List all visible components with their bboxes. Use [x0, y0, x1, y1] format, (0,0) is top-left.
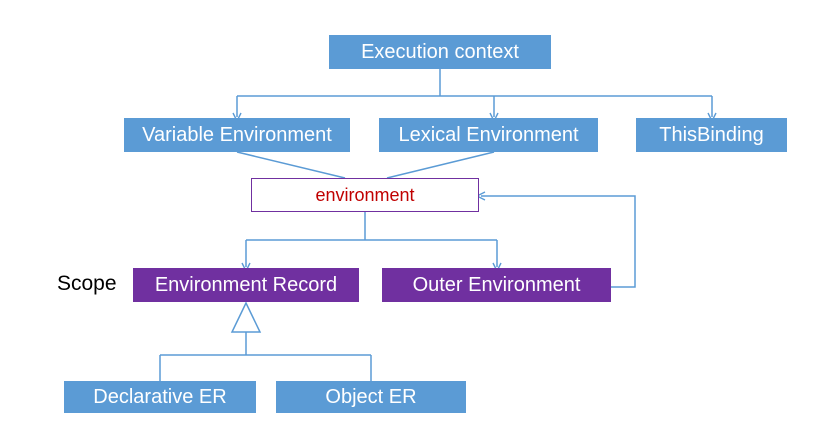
environment-record-box: Environment Record: [133, 268, 359, 302]
variable-environment-box: Variable Environment: [124, 118, 350, 152]
outer-environment-box: Outer Environment: [382, 268, 611, 302]
declarative-er-box: Declarative ER: [64, 381, 256, 413]
lexical-to-environment-line: [386, 151, 495, 179]
environment-label: environment: [315, 184, 415, 205]
outer-to-environment-loop-arrow: [481, 196, 636, 288]
execution-context-label: Execution context: [361, 40, 519, 63]
variable-to-environment-line: [236, 151, 346, 179]
object-er-label: Object ER: [325, 385, 417, 408]
declarative-er-label: Declarative ER: [93, 385, 227, 408]
thisbinding-box: ThisBinding: [636, 118, 787, 152]
lexical-environment-label: Lexical Environment: [398, 123, 579, 146]
execution-context-box: Execution context: [329, 35, 551, 69]
outer-environment-label: Outer Environment: [412, 273, 581, 296]
scope-label: Scope: [57, 272, 117, 295]
environment-box: environment: [251, 178, 479, 212]
object-er-box: Object ER: [276, 381, 466, 413]
environment-record-label: Environment Record: [154, 273, 338, 296]
lexical-environment-box: Lexical Environment: [379, 118, 598, 152]
thisbinding-label: ThisBinding: [659, 123, 764, 146]
inheritance-triangle: [230, 301, 262, 333]
variable-environment-label: Variable Environment: [142, 123, 332, 146]
